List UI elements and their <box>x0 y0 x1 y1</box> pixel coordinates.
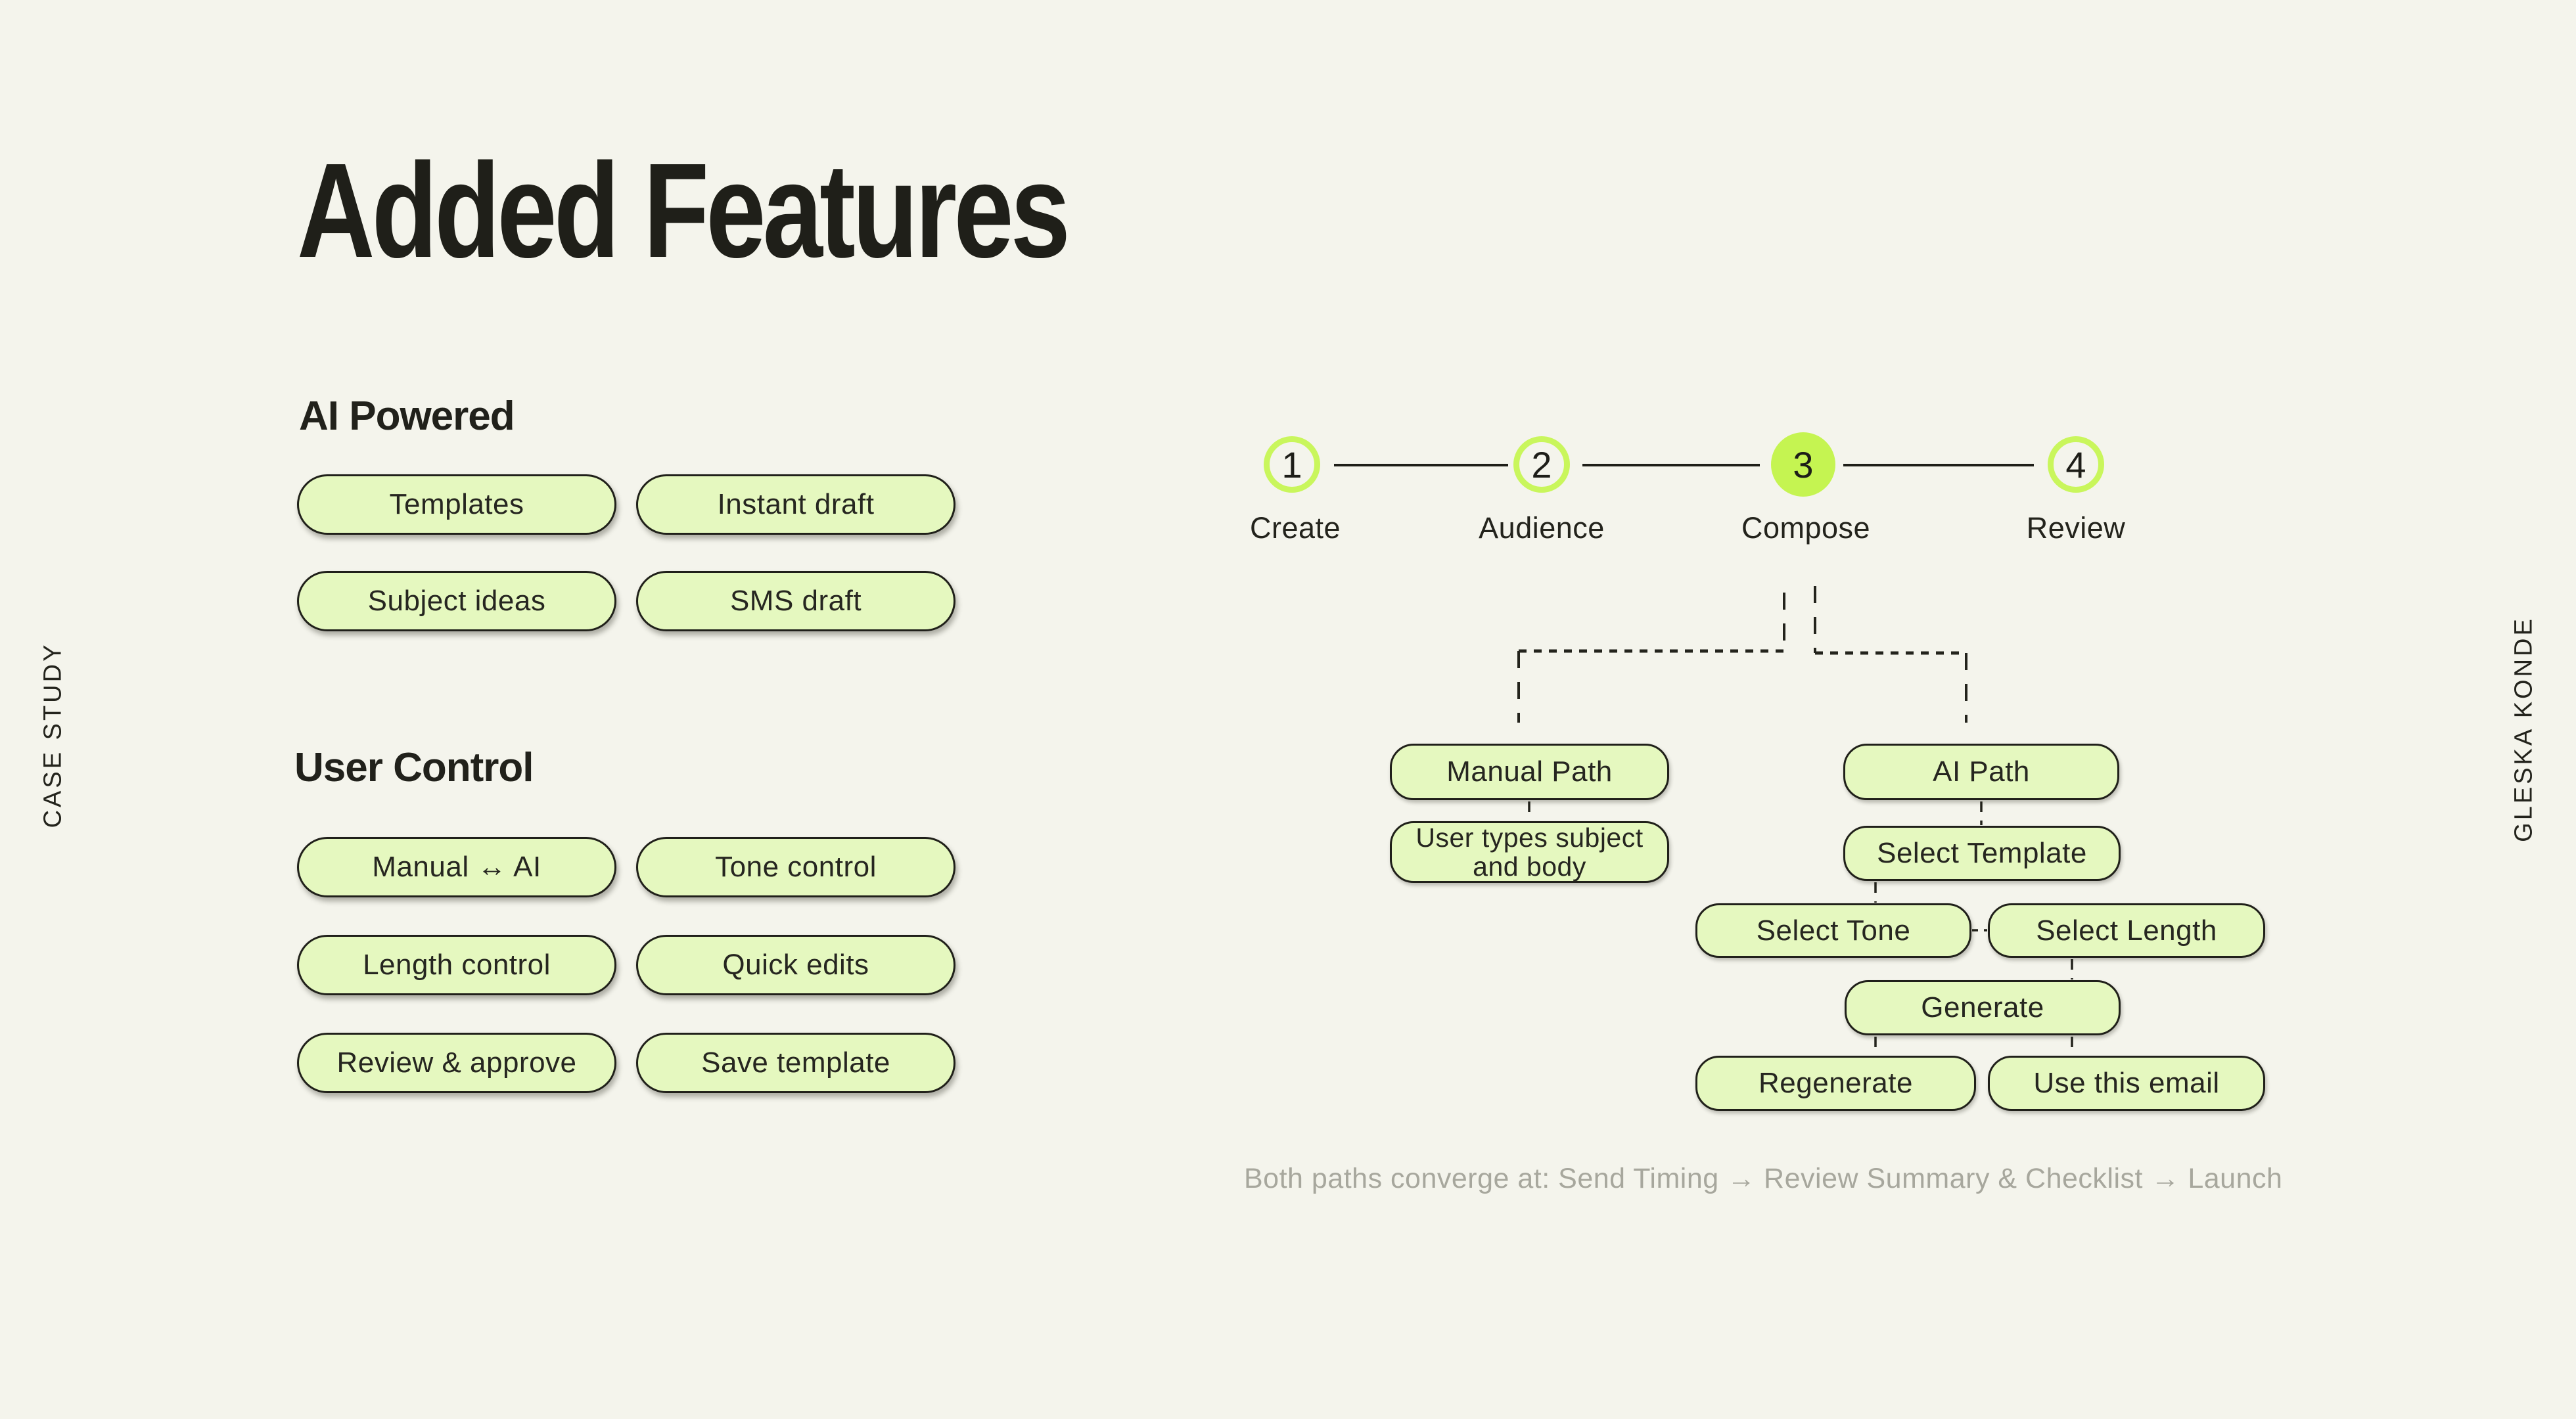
flow-node-manual-path: Manual Path <box>1390 744 1669 800</box>
flow-node-select-length: Select Length <box>1988 903 2265 958</box>
pill-manual-ai-toggle: Manual ↔ AI <box>297 837 616 897</box>
pill-templates: Templates <box>297 474 616 535</box>
step-1-circle: 1 <box>1264 436 1320 493</box>
step-4-label: Review <box>2026 511 2126 545</box>
step-2-label: Audience <box>1479 511 1605 545</box>
user-control-pill-grid: Manual ↔ AI Tone control Length control … <box>297 837 955 1093</box>
section-heading-user-control: User Control <box>294 745 534 790</box>
pill-quick-edits: Quick edits <box>636 935 955 995</box>
flow-node-select-tone: Select Tone <box>1695 903 1971 958</box>
step-connector-line <box>1843 464 2034 466</box>
step-4-number: 4 <box>2065 443 2086 485</box>
pill-review-approve: Review & approve <box>297 1033 616 1093</box>
step-4-circle: 4 <box>2048 436 2104 493</box>
pill-instant-draft: Instant draft <box>636 474 955 535</box>
pill-save-template: Save template <box>636 1033 955 1093</box>
pill-subject-ideas: Subject ideas <box>297 571 616 631</box>
flow-node-regenerate: Regenerate <box>1695 1056 1976 1111</box>
flow-node-select-template: Select Template <box>1843 826 2121 881</box>
step-2-number: 2 <box>1531 443 1552 485</box>
step-1-label: Create <box>1249 511 1341 545</box>
pill-tone-control: Tone control <box>636 837 955 897</box>
section-heading-ai-powered: AI Powered <box>299 394 515 439</box>
page-title: Added Features <box>297 135 1070 286</box>
flow-node-generate: Generate <box>1845 980 2121 1035</box>
side-label-case-study: CASE STUDY <box>39 642 67 828</box>
step-2-circle: 2 <box>1513 436 1570 493</box>
ai-powered-pill-grid: Templates Instant draft Subject ideas SM… <box>297 474 955 631</box>
step-connector-line <box>1334 464 1508 466</box>
pill-length-control: Length control <box>297 935 616 995</box>
step-3-label: Compose <box>1741 511 1871 545</box>
flow-node-ai-path: AI Path <box>1843 744 2119 800</box>
step-3-number: 3 <box>1793 443 1814 485</box>
step-3-circle-active: 3 <box>1771 432 1835 497</box>
flow-node-user-types: User types subject and body <box>1390 821 1669 883</box>
step-connector-line <box>1582 464 1760 466</box>
convergence-caption: Both paths converge at: Send Timing → Re… <box>1244 1163 2283 1194</box>
step-1-number: 1 <box>1281 443 1302 485</box>
flow-node-use-this-email: Use this email <box>1988 1056 2265 1111</box>
pill-sms-draft: SMS draft <box>636 571 955 631</box>
side-label-author: GLESKA KONDE <box>2510 616 2538 842</box>
